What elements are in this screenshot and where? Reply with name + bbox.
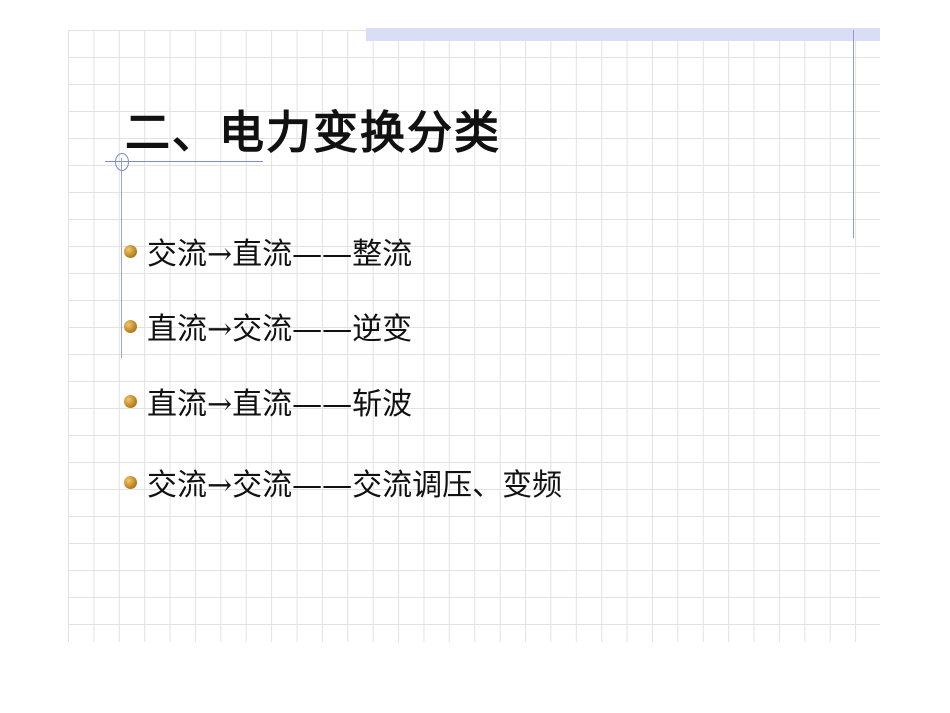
item-text: 直流→交流——逆变 bbox=[147, 312, 413, 347]
item-text: 交流→直流——整流 bbox=[147, 237, 413, 272]
list-item: 直流→直流——斩波 bbox=[124, 379, 412, 423]
left-decor-line bbox=[121, 158, 122, 358]
title-underline bbox=[105, 161, 263, 162]
grid-background bbox=[68, 30, 880, 642]
list-item: 交流→交流——交流调压、变频 bbox=[124, 460, 562, 504]
right-decor-line bbox=[853, 30, 854, 238]
slide-title: 二、电力变换分类 bbox=[125, 106, 502, 159]
decor-circle bbox=[115, 153, 129, 171]
top-decor-bar bbox=[366, 28, 880, 41]
item-text: 直流→直流——斩波 bbox=[147, 387, 413, 422]
list-item: 直流→交流——逆变 bbox=[124, 304, 412, 348]
bullet-icon bbox=[124, 244, 137, 258]
bullet-icon bbox=[124, 319, 137, 333]
bullet-icon bbox=[124, 394, 137, 408]
list-item: 交流→直流——整流 bbox=[124, 229, 412, 273]
bullet-icon bbox=[124, 475, 137, 489]
item-text: 交流→交流——交流调压、变频 bbox=[147, 468, 563, 503]
